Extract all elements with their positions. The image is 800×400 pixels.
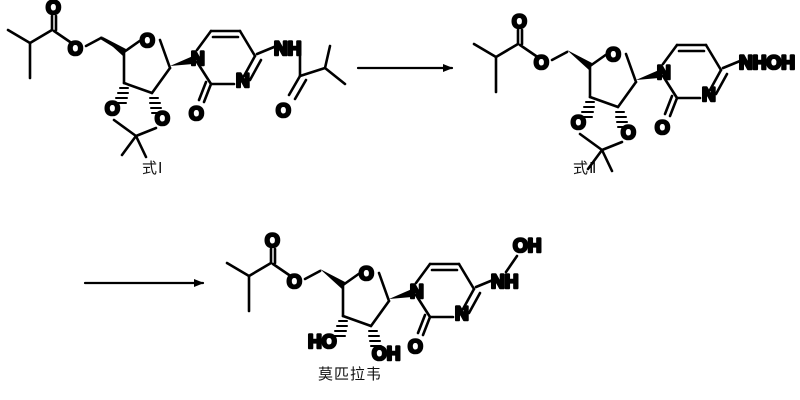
- atom-label-N: N: [657, 63, 671, 84]
- atom-label-O: O: [68, 39, 83, 60]
- atom-label-O: O: [287, 272, 302, 293]
- atom-label-N: N: [702, 85, 716, 106]
- atom-label-N: N: [236, 71, 250, 92]
- atom-label-N: N: [191, 49, 205, 70]
- atom-label-O: O: [46, 0, 61, 19]
- atom-label-O: O: [359, 264, 374, 285]
- atom-label-OH: OH: [513, 236, 542, 257]
- atom-label-O: O: [276, 101, 291, 122]
- atom-label-O: O: [512, 12, 527, 33]
- atom-label-O: O: [606, 45, 621, 66]
- atom-label-O: O: [155, 109, 170, 130]
- atom-label-OH: OH: [372, 344, 401, 365]
- atom-label-NHOH: NHOH: [739, 53, 795, 74]
- caption-formula-1: 式Ⅰ: [142, 161, 164, 177]
- structure-molnupiravir: O O O HO OH N: [225, 230, 543, 366]
- atom-label-O: O: [105, 99, 120, 120]
- atom-label-O: O: [408, 337, 423, 358]
- atom-label-O: O: [265, 231, 280, 252]
- atom-label-NH: NH: [274, 39, 301, 60]
- atom-label-O: O: [655, 118, 670, 139]
- atom-label-O: O: [534, 53, 549, 74]
- atom-label-O: O: [140, 31, 155, 52]
- structure-formula-I: O O O: [6, 0, 347, 159]
- atom-label-HO: HO: [308, 332, 337, 353]
- caption-product: 莫匹拉韦: [318, 367, 383, 383]
- atom-label-O: O: [571, 113, 586, 134]
- structure-formula-II: O O O O O N: [472, 11, 796, 173]
- atom-label-N: N: [410, 282, 424, 303]
- atom-label-O: O: [621, 123, 636, 144]
- atom-label-NH: NH: [491, 272, 518, 293]
- atom-label-O: O: [189, 104, 204, 125]
- atom-label-N: N: [455, 304, 469, 325]
